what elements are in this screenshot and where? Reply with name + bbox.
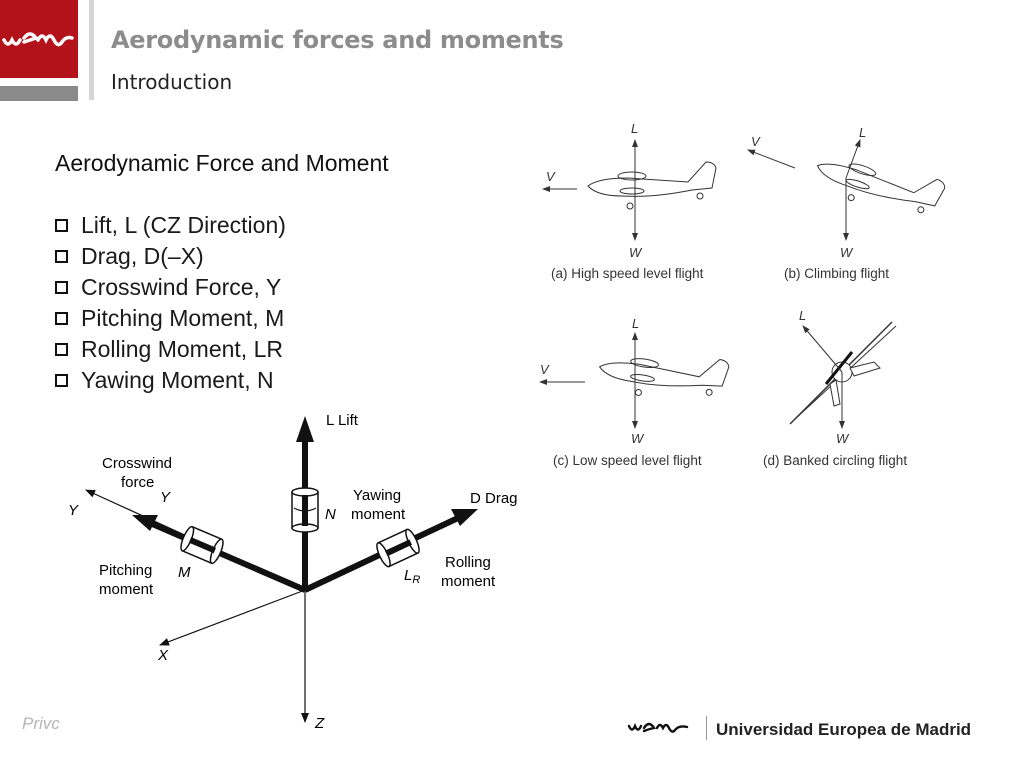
header-separator [89, 0, 94, 100]
y-force-label: Y [160, 489, 171, 506]
crosswind-label: Crosswind [102, 455, 172, 472]
plane-b-icon [816, 163, 946, 214]
caption-d: (d) Banked circling flight [763, 453, 907, 468]
list-item-text: Drag, D(–X) [81, 243, 204, 269]
drag-label: D Drag [470, 490, 518, 507]
yawing-moment-icon [291, 487, 319, 533]
list-item-text: Pitching Moment, M [81, 305, 285, 331]
c-weight-label: W [631, 431, 645, 446]
a-velocity-label: V [546, 169, 556, 184]
list-item: Lift, L (CZ Direction) [55, 210, 286, 241]
plane-a-icon [587, 161, 717, 210]
footer-separator [706, 716, 707, 740]
pitching-label-2: moment [99, 581, 154, 598]
m-label: M [178, 564, 191, 581]
list-item-text: Crosswind Force, Y [81, 274, 282, 300]
yawing-label: Yawing [353, 487, 401, 504]
plane-d-icon [789, 321, 897, 425]
b-weight-label: W [840, 245, 854, 260]
d-weight-label: W [836, 431, 850, 446]
checkbox-bullet-icon [55, 343, 68, 356]
lift-label: L Lift [326, 412, 359, 429]
z-axis-label: Z [314, 715, 325, 732]
crosswind-label-2: force [121, 474, 154, 491]
uem-logo-icon [0, 0, 78, 78]
caption-a: (a) High speed level flight [551, 266, 704, 281]
checkbox-bullet-icon [55, 312, 68, 325]
yawing-label-2: moment [351, 506, 406, 523]
list-item-text: Yawing Moment, N [81, 367, 274, 393]
b-velocity-label: V [751, 134, 761, 149]
c-velocity-label: V [540, 362, 550, 377]
lr-label: LR [404, 567, 420, 586]
rolling-moment-icon [376, 528, 420, 568]
list-item: Rolling Moment, LR [55, 334, 286, 365]
pitching-label: Pitching [99, 562, 152, 579]
list-item: Yawing Moment, N [55, 365, 286, 396]
list-item-text: Lift, L (CZ Direction) [81, 212, 286, 238]
list-item: Pitching Moment, M [55, 303, 286, 334]
caption-c: (c) Low speed level flight [553, 453, 702, 468]
a-lift-label: L [631, 121, 638, 136]
list-item-text: Rolling Moment, LR [81, 336, 283, 362]
logo-bar [0, 86, 78, 101]
checkbox-bullet-icon [55, 219, 68, 232]
x-axis-label: X [157, 647, 169, 664]
checkbox-bullet-icon [55, 281, 68, 294]
c-lift-label: L [632, 316, 639, 331]
list-item: Crosswind Force, Y [55, 272, 286, 303]
y-axis-label: Y [68, 502, 79, 519]
list-item: Drag, D(–X) [55, 241, 286, 272]
content-heading: Aerodynamic Force and Moment [55, 150, 389, 176]
checkbox-bullet-icon [55, 374, 68, 387]
n-label: N [325, 506, 336, 523]
pitching-moment-icon [180, 525, 224, 565]
d-lift-label: L [799, 308, 806, 323]
b-lift-label: L [859, 125, 866, 140]
checkbox-bullet-icon [55, 250, 68, 263]
caption-b: (b) Climbing flight [784, 266, 889, 281]
bullet-list: Lift, L (CZ Direction) Drag, D(–X) Cross… [55, 210, 286, 396]
plane-c-icon [598, 358, 730, 396]
rolling-label: Rolling [445, 554, 491, 571]
uem-footer-logo-icon [626, 716, 692, 745]
footer-university-name: Universidad Europea de Madrid [716, 720, 972, 739]
page-subtitle: Introduction [111, 70, 233, 94]
footer-left-text: Privc [22, 714, 60, 733]
rolling-label-2: moment [441, 573, 496, 590]
page-title: Aerodynamic forces and moments [111, 26, 564, 54]
a-weight-label: W [629, 245, 643, 260]
